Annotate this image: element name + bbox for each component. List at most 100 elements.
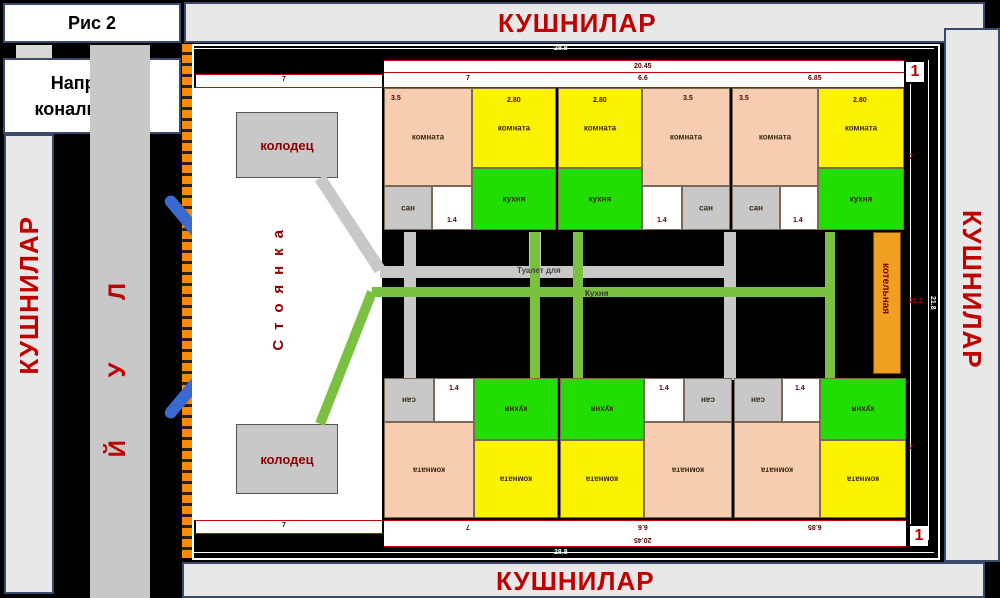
- room-c2: 2.80 комната: [818, 88, 904, 168]
- figure-label: Рис 2: [3, 3, 181, 43]
- neighbor-right-zone: КУШНИЛАР: [944, 28, 1000, 562]
- neighbor-left-zone: КУШНИЛАР: [4, 134, 54, 594]
- room-e1: комната: [644, 422, 732, 518]
- room-label: сан: [699, 203, 713, 213]
- lot-number-bottom: 1: [910, 526, 928, 546]
- dim-upper-units: 7 6.6 6.85: [384, 72, 904, 88]
- dim-label: 7: [282, 76, 286, 83]
- dim-parking-top: 7: [196, 74, 382, 88]
- room-label: комната: [844, 123, 878, 133]
- room-label: комната: [760, 465, 794, 475]
- dim-upper-inner: 20.45: [384, 60, 904, 73]
- dim-label: 2.80: [507, 97, 521, 104]
- hall-d: 1.4: [434, 378, 474, 422]
- dim-label: 1.4: [449, 385, 459, 392]
- dim-label: 1.4: [793, 217, 803, 224]
- room-label: комната: [411, 132, 445, 142]
- room-b1: 3.5 комната: [642, 88, 730, 186]
- kitchen-b: кухня: [558, 168, 642, 230]
- upper-building: 20.45 7 6.6 6.85 3.5 комната 2.80 комнат…: [382, 60, 906, 232]
- room-label: комната: [412, 465, 446, 475]
- hall-a: 1.4: [432, 186, 472, 230]
- dim-lower-inner: 20.45: [384, 534, 906, 547]
- room-d1: комната: [384, 422, 474, 518]
- boiler-room: котельная: [873, 232, 901, 374]
- dim-label: 20.45: [634, 536, 652, 543]
- dim-label: 7: [909, 154, 913, 161]
- room-d2: комната: [474, 440, 558, 518]
- neighbor-right-label: КУШНИЛАР: [957, 210, 987, 369]
- dim-label: 20.45: [634, 63, 652, 70]
- room-f1: комната: [734, 422, 820, 518]
- room-label: комната: [671, 465, 705, 475]
- dim-label: 7: [282, 522, 286, 529]
- dim-label: 7: [909, 444, 913, 451]
- dim-label: 3.5: [683, 95, 693, 102]
- dim-label: 7: [466, 75, 470, 82]
- dim-label: 6.85: [808, 523, 822, 530]
- dim-label: 2.80: [593, 97, 607, 104]
- dim-parking-bottom: 7: [196, 520, 382, 534]
- dim-label: 21.2: [909, 298, 923, 305]
- bath-d: сан: [384, 378, 434, 422]
- room-label: кухня: [590, 404, 614, 414]
- room-label: сан: [701, 395, 715, 405]
- bath-e: сан: [684, 378, 732, 422]
- room-e2: комната: [560, 440, 644, 518]
- path-kitchen-label: Кухня: [585, 289, 609, 298]
- hall-e: 1.4: [644, 378, 684, 422]
- kitchen-d: кухня: [474, 378, 558, 440]
- room-label: комната: [499, 474, 533, 484]
- dim-label: 6.6: [638, 523, 648, 530]
- room-b2: 2.80 комната: [558, 88, 642, 168]
- lot-number-top: 1: [906, 62, 924, 82]
- room-label: кухня: [849, 194, 873, 204]
- kitchen-c: кухня: [818, 168, 904, 230]
- neighbor-bottom-label: КУШНИЛАР: [496, 566, 655, 596]
- left-gap-strip: [16, 45, 52, 58]
- dim-right-total: 21.8: [928, 60, 939, 540]
- room-label: кухня: [502, 194, 526, 204]
- kitchen-a: кухня: [472, 168, 556, 230]
- bath-f: сан: [734, 378, 782, 422]
- neighbor-top-zone: КУШНИЛАР: [184, 2, 985, 43]
- lower-building: сан 1.4 кухня комната комната кухня 1.4 …: [384, 378, 906, 548]
- dim-label: 7: [466, 523, 470, 530]
- dim-label: 6.6: [638, 75, 648, 82]
- well-bottom: колодец: [236, 424, 338, 494]
- room-label: комната: [497, 123, 531, 133]
- boiler-label: котельная: [880, 263, 891, 315]
- neighbor-top-label: КУШНИЛАР: [498, 8, 657, 38]
- room-label: кухня: [851, 404, 875, 414]
- room-label: кухня: [504, 404, 528, 414]
- dim-label: 1.4: [659, 385, 669, 392]
- dim-label: 1.4: [447, 217, 457, 224]
- room-label: кухня: [588, 194, 612, 204]
- neighbor-bottom-zone: КУШНИЛАР: [182, 562, 985, 598]
- room-label: комната: [583, 123, 617, 133]
- room-label: комната: [758, 132, 792, 142]
- dim-label: 3.5: [391, 95, 401, 102]
- kitchen-e: кухня: [560, 378, 644, 440]
- room-c1: 3.5 комната: [732, 88, 818, 186]
- room-label: сан: [751, 395, 765, 405]
- green-pipes: [315, 232, 835, 426]
- hall-b: 1.4: [642, 186, 682, 230]
- room-a1: 3.5 комната: [384, 88, 472, 186]
- room-label: комната: [585, 474, 619, 484]
- bath-b: сан: [682, 186, 730, 230]
- fence: [182, 44, 192, 558]
- dim-label: 21.8: [929, 296, 936, 310]
- dim-label: 3.5: [739, 95, 749, 102]
- street: Й У Л: [90, 45, 150, 598]
- dim-label: 2.80: [853, 97, 867, 104]
- room-f2: комната: [820, 440, 906, 518]
- dim-label: 28.8: [554, 549, 568, 556]
- kitchen-f: кухня: [820, 378, 906, 440]
- dim-label: 6.85: [808, 75, 822, 82]
- bath-c: сан: [732, 186, 780, 230]
- room-a2: 2.80 комната: [472, 88, 556, 168]
- room-label: сан: [401, 203, 415, 213]
- dim-label: 1.4: [795, 385, 805, 392]
